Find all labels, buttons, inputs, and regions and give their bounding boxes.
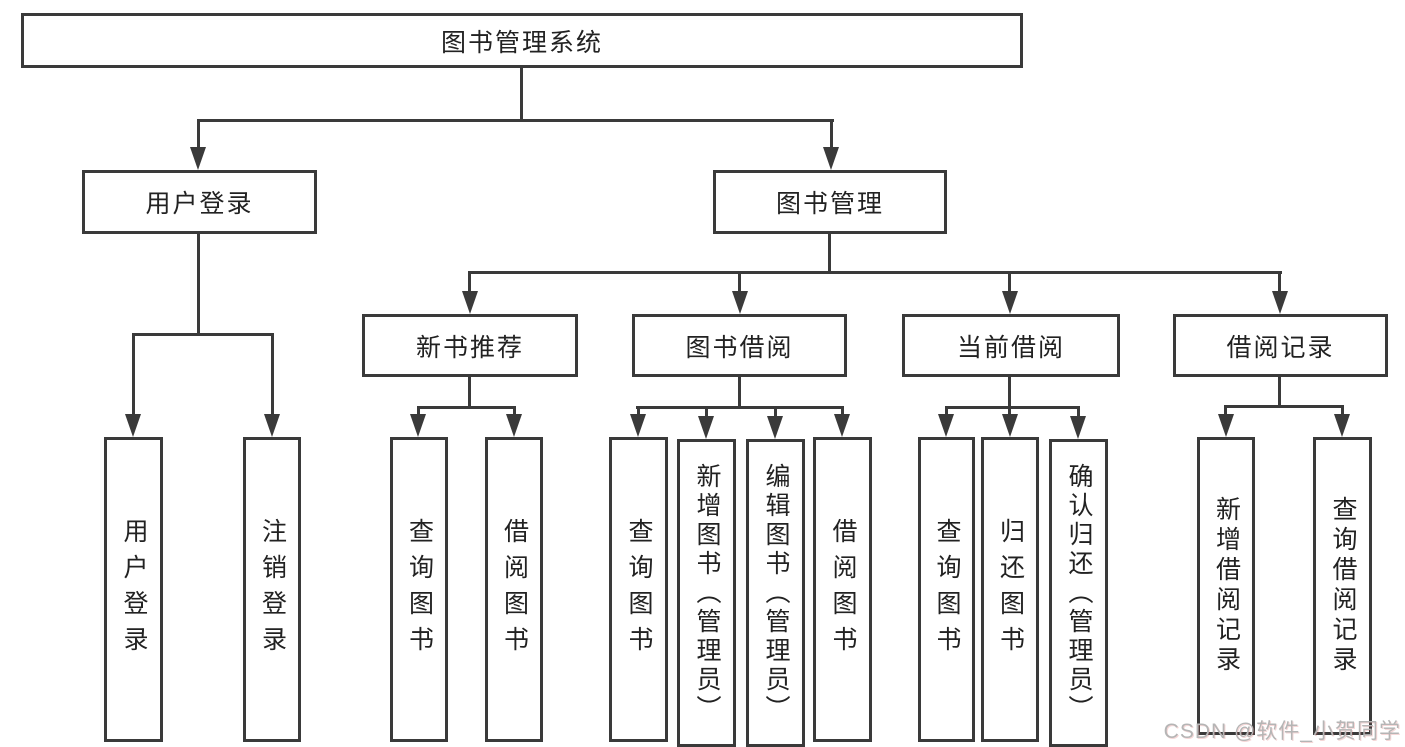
arrowhead-current-confirm <box>1070 416 1086 439</box>
node-borrow-records: 借阅记录 <box>1173 314 1388 377</box>
connector-current-stem-1 <box>945 406 948 417</box>
node-book-borrow-label: 图书借阅 <box>685 333 794 362</box>
connector-borrow-horizontal <box>636 406 844 409</box>
arrowhead-book-borrow <box>732 291 748 314</box>
node-newbook-query-label: 查询图书 <box>405 517 434 662</box>
node-current-query-label: 查询图书 <box>933 517 961 662</box>
node-user-login-branch: 用户登录 <box>82 170 317 234</box>
arrowhead-current-query <box>938 414 954 437</box>
node-borrow-add-admin-label: 新增图书（管理员） <box>693 462 721 724</box>
connector-records-stem-2 <box>1341 405 1344 417</box>
connector-root-left-stem <box>197 119 200 150</box>
connector-book-horizontal <box>468 271 1282 274</box>
connector-newbook-stem-1 <box>417 406 420 417</box>
arrowhead-user-login <box>190 147 206 170</box>
connector-newbook-vertical <box>468 377 471 408</box>
node-book-management: 图书管理 <box>713 170 947 234</box>
node-login-label: 用户登录 <box>120 517 148 662</box>
connector-current-stem-3 <box>1077 406 1080 419</box>
node-borrow-add-admin: 新增图书（管理员） <box>677 439 736 747</box>
arrowhead-borrow-borrow <box>834 414 850 437</box>
connector-borrow-stem-4 <box>841 406 844 417</box>
connector-current-horizontal <box>945 406 1080 409</box>
node-new-book-recommend-label: 新书推荐 <box>415 333 524 362</box>
node-logout: 注销登录 <box>243 437 301 742</box>
node-library-system-label: 图书管理系统 <box>440 28 603 57</box>
connector-user-right-stem <box>271 333 274 417</box>
connector-book-stem-3 <box>1008 271 1011 294</box>
connector-book-stem-4 <box>1278 271 1281 294</box>
connector-current-stem-2 <box>1008 406 1011 417</box>
node-borrow-records-label: 借阅记录 <box>1226 333 1335 362</box>
connector-borrow-vertical <box>738 377 741 408</box>
arrowhead-records-add <box>1218 414 1234 437</box>
arrowhead-current-borrow <box>1002 291 1018 314</box>
node-borrow-edit-admin-label: 编辑图书（管理员） <box>762 462 790 724</box>
connector-user-left-stem <box>132 333 135 417</box>
node-records-query: 查询借阅记录 <box>1313 437 1372 735</box>
arrowhead-logout <box>264 414 280 437</box>
arrowhead-newbook-query <box>410 414 426 437</box>
node-borrow-borrow: 借阅图书 <box>813 437 872 742</box>
node-borrow-query: 查询图书 <box>609 437 668 742</box>
arrowhead-current-return <box>1002 414 1018 437</box>
connector-book-stem-1 <box>468 271 471 294</box>
connector-newbook-horizontal <box>417 406 516 409</box>
node-borrow-query-label: 查询图书 <box>625 517 653 662</box>
node-login: 用户登录 <box>104 437 163 742</box>
connector-book-vertical <box>828 234 831 273</box>
connector-user-horizontal <box>132 333 274 336</box>
connector-book-stem-2 <box>738 271 741 294</box>
connector-root-vertical <box>520 68 523 122</box>
arrowhead-borrow-query <box>630 414 646 437</box>
arrowhead-login <box>125 414 141 437</box>
node-book-management-label: 图书管理 <box>775 190 884 218</box>
connector-borrow-stem-1 <box>637 406 640 417</box>
node-library-system: 图书管理系统 <box>21 13 1023 68</box>
node-current-confirm-admin: 确认归还（管理员） <box>1049 439 1108 747</box>
csdn-watermark: CSDN @软件_小贺同学 <box>1163 720 1401 743</box>
node-new-book-recommend: 新书推荐 <box>362 314 578 377</box>
arrowhead-borrow-add <box>698 416 714 439</box>
connector-records-horizontal <box>1225 405 1343 408</box>
connector-user-vertical <box>197 234 200 335</box>
node-logout-label: 注销登录 <box>258 517 287 662</box>
connector-current-vertical <box>1008 377 1011 408</box>
node-borrow-edit-admin: 编辑图书（管理员） <box>746 439 805 747</box>
connector-records-vertical <box>1278 377 1281 407</box>
connector-newbook-stem-2 <box>513 406 516 417</box>
node-newbook-borrow-label: 借阅图书 <box>500 517 529 662</box>
node-current-borrow-label: 当前借阅 <box>956 333 1065 362</box>
node-borrow-borrow-label: 借阅图书 <box>829 517 857 662</box>
node-current-confirm-admin-label: 确认归还（管理员） <box>1065 462 1093 724</box>
node-records-add: 新增借阅记录 <box>1197 437 1255 735</box>
connector-root-right-stem <box>830 119 833 150</box>
arrowhead-book-management <box>823 147 839 170</box>
node-newbook-borrow: 借阅图书 <box>485 437 543 742</box>
node-current-return-label: 归还图书 <box>996 517 1025 662</box>
connector-borrow-stem-3 <box>774 406 777 419</box>
node-newbook-query: 查询图书 <box>390 437 448 742</box>
node-records-add-label: 新增借阅记录 <box>1212 496 1241 676</box>
arrowhead-borrow-records <box>1272 291 1288 314</box>
connector-records-stem-1 <box>1224 405 1227 417</box>
node-current-return: 归还图书 <box>981 437 1039 742</box>
arrowhead-borrow-edit <box>767 416 783 439</box>
arrowhead-records-query <box>1334 414 1350 437</box>
node-records-query-label: 查询借阅记录 <box>1329 496 1357 676</box>
connector-root-horizontal <box>197 119 834 122</box>
node-current-borrow: 当前借阅 <box>902 314 1120 377</box>
arrowhead-new-book <box>462 291 478 314</box>
node-user-login-branch-label: 用户登录 <box>145 190 254 218</box>
node-book-borrow: 图书借阅 <box>632 314 847 377</box>
arrowhead-newbook-borrow <box>506 414 522 437</box>
connector-borrow-stem-2 <box>705 406 708 419</box>
node-current-query: 查询图书 <box>918 437 975 742</box>
